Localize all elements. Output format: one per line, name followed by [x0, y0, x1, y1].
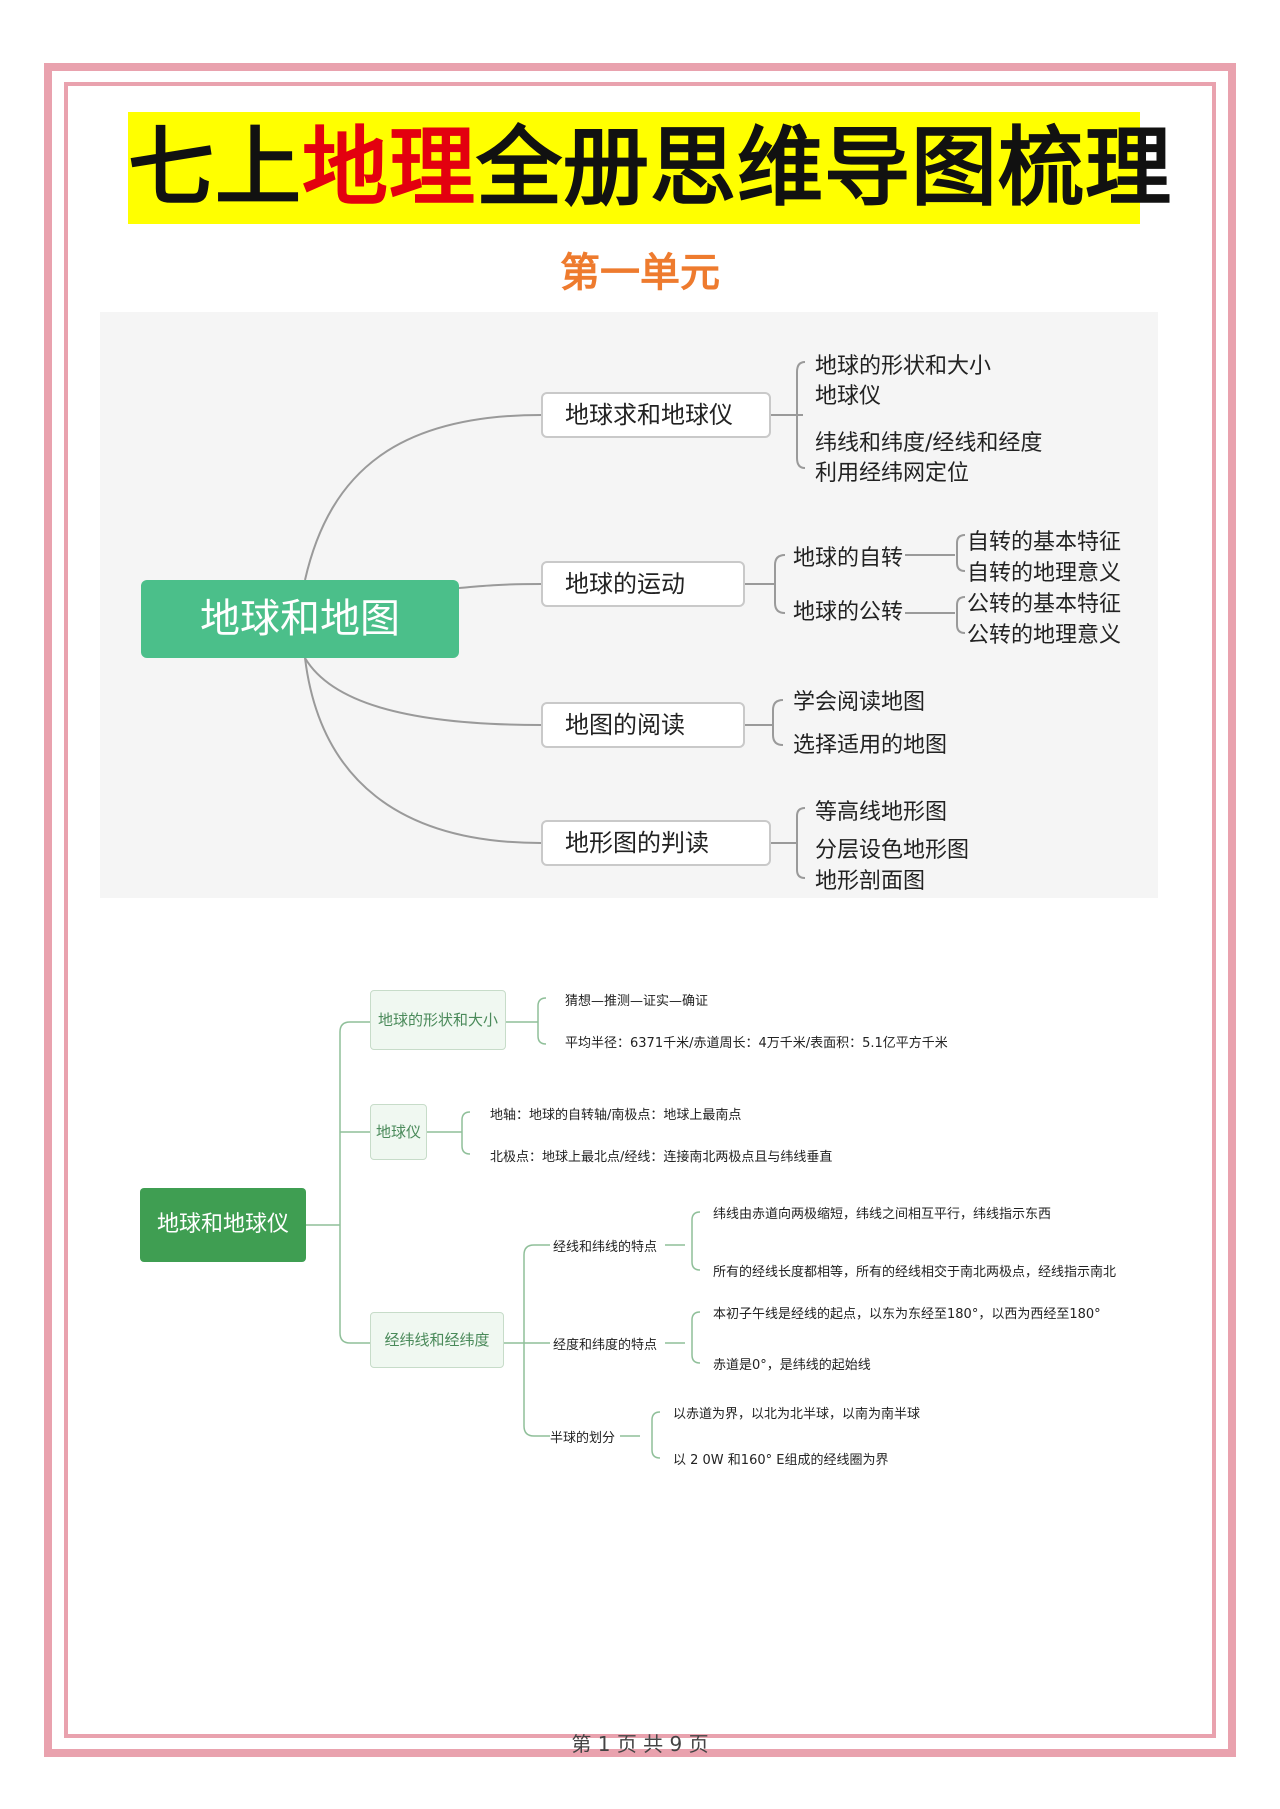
leaf-hypothesis-chain: 猜想—推测—证实—确证: [565, 994, 709, 1009]
leaf-north-south-hemisphere: 以赤道为界，以北为北半球，以南为南半球: [673, 1407, 921, 1422]
mindmap-2-root: 地球和地球仪: [140, 1188, 306, 1262]
branch-shape-size: 地球的形状和大小: [370, 990, 506, 1050]
leaf-grid-positioning: 利用经纬网定位: [815, 461, 970, 486]
leaf-rotation-significance: 自转的地理意义: [967, 561, 1122, 586]
title-part-3: 全册思维导图梳理: [476, 118, 1172, 218]
branch-grid-lines: 经纬线和经纬度: [370, 1312, 504, 1368]
unit-title: 第一单元: [560, 250, 720, 296]
branch-topographic-map: 地形图的判读: [541, 820, 771, 866]
page-border-outer: [44, 63, 1236, 1757]
leaf-prime-meridian: 本初子午线是经线的起点，以东为东经至180°，以西为西经至180°: [713, 1307, 1101, 1322]
page-border-inner: [64, 82, 1216, 1738]
sub-rotation: 地球的自转: [793, 546, 904, 571]
leaf-contour-map: 等高线地形图: [815, 800, 948, 825]
branch-tellurion: 地球仪: [370, 1104, 427, 1160]
leaf-equator: 赤道是0°，是纬线的起始线: [713, 1358, 871, 1373]
title-highlight: [128, 112, 1140, 224]
leaf-revolution-features: 公转的基本特征: [967, 592, 1122, 617]
title-part-1: 七上: [128, 118, 302, 218]
mindmap-1-root: 地球和地图: [141, 580, 459, 658]
leaf-revolution-significance: 公转的地理意义: [967, 623, 1122, 648]
title-part-2: 地理: [302, 118, 476, 218]
leaf-profile-map: 地形剖面图: [815, 869, 926, 894]
leaf-meridian-features: 所有的经线长度都相等，所有的经线相交于南北两极点，经线指示南北: [713, 1265, 1117, 1280]
leaf-learn-reading: 学会阅读地图: [793, 690, 926, 715]
leaf-parallel-features: 纬线由赤道向两极缩短，纬线之间相互平行，纬线指示东西: [713, 1207, 1052, 1222]
leaf-earth-dimensions: 平均半径：6371千米/赤道周长：4万千米/表面积：5.1亿平方千米: [565, 1036, 948, 1051]
branch-map-reading: 地图的阅读: [541, 702, 745, 748]
page-footer: 第 1 页 共 9 页: [571, 1732, 709, 1756]
leaf-north-pole-meridian: 北极点：地球上最北点/经线：连接南北两极点且与纬线垂直: [490, 1150, 833, 1165]
sub-degree-features: 经度和纬度的特点: [553, 1338, 658, 1353]
leaf-shape-size: 地球的形状和大小: [815, 354, 992, 379]
leaf-rotation-features: 自转的基本特征: [967, 530, 1122, 555]
leaf-axis-south-pole: 地轴：地球的自转轴/南极点：地球上最南点: [490, 1108, 742, 1123]
page-title: 七上地理全册思维导图梳理: [128, 112, 1171, 224]
leaf-east-west-hemisphere: 以 2 0W 和160° E组成的经线圈为界: [673, 1453, 889, 1468]
sub-revolution: 地球的公转: [793, 600, 904, 625]
leaf-tellurion: 地球仪: [815, 384, 882, 409]
leaf-latitude-longitude: 纬线和纬度/经线和经度: [815, 431, 1043, 456]
leaf-choose-map: 选择适用的地图: [793, 733, 948, 758]
branch-earth-motion: 地球的运动: [541, 561, 745, 607]
sub-hemisphere-division: 半球的划分: [550, 1431, 616, 1446]
sub-line-features: 经线和纬线的特点: [553, 1240, 658, 1255]
branch-globe-and-tellurion: 地球求和地球仪: [541, 392, 771, 438]
leaf-layered-color-map: 分层设色地形图: [815, 838, 970, 863]
